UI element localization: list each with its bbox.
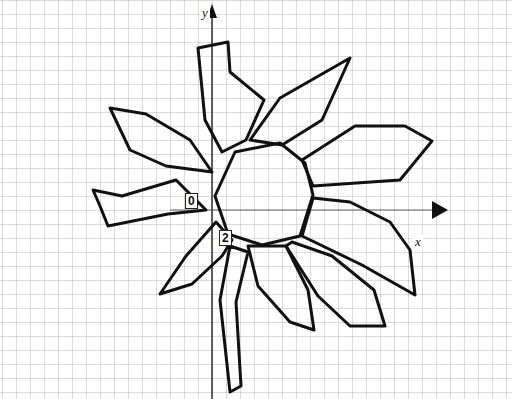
axis-name: x: [413, 234, 423, 249]
callout-number: 2: [219, 230, 232, 246]
axes: [170, 12, 432, 399]
x-arrowhead: [432, 201, 448, 219]
axis-name: y: [200, 5, 210, 20]
petals: [93, 42, 432, 392]
origin-label: 0: [185, 193, 198, 209]
